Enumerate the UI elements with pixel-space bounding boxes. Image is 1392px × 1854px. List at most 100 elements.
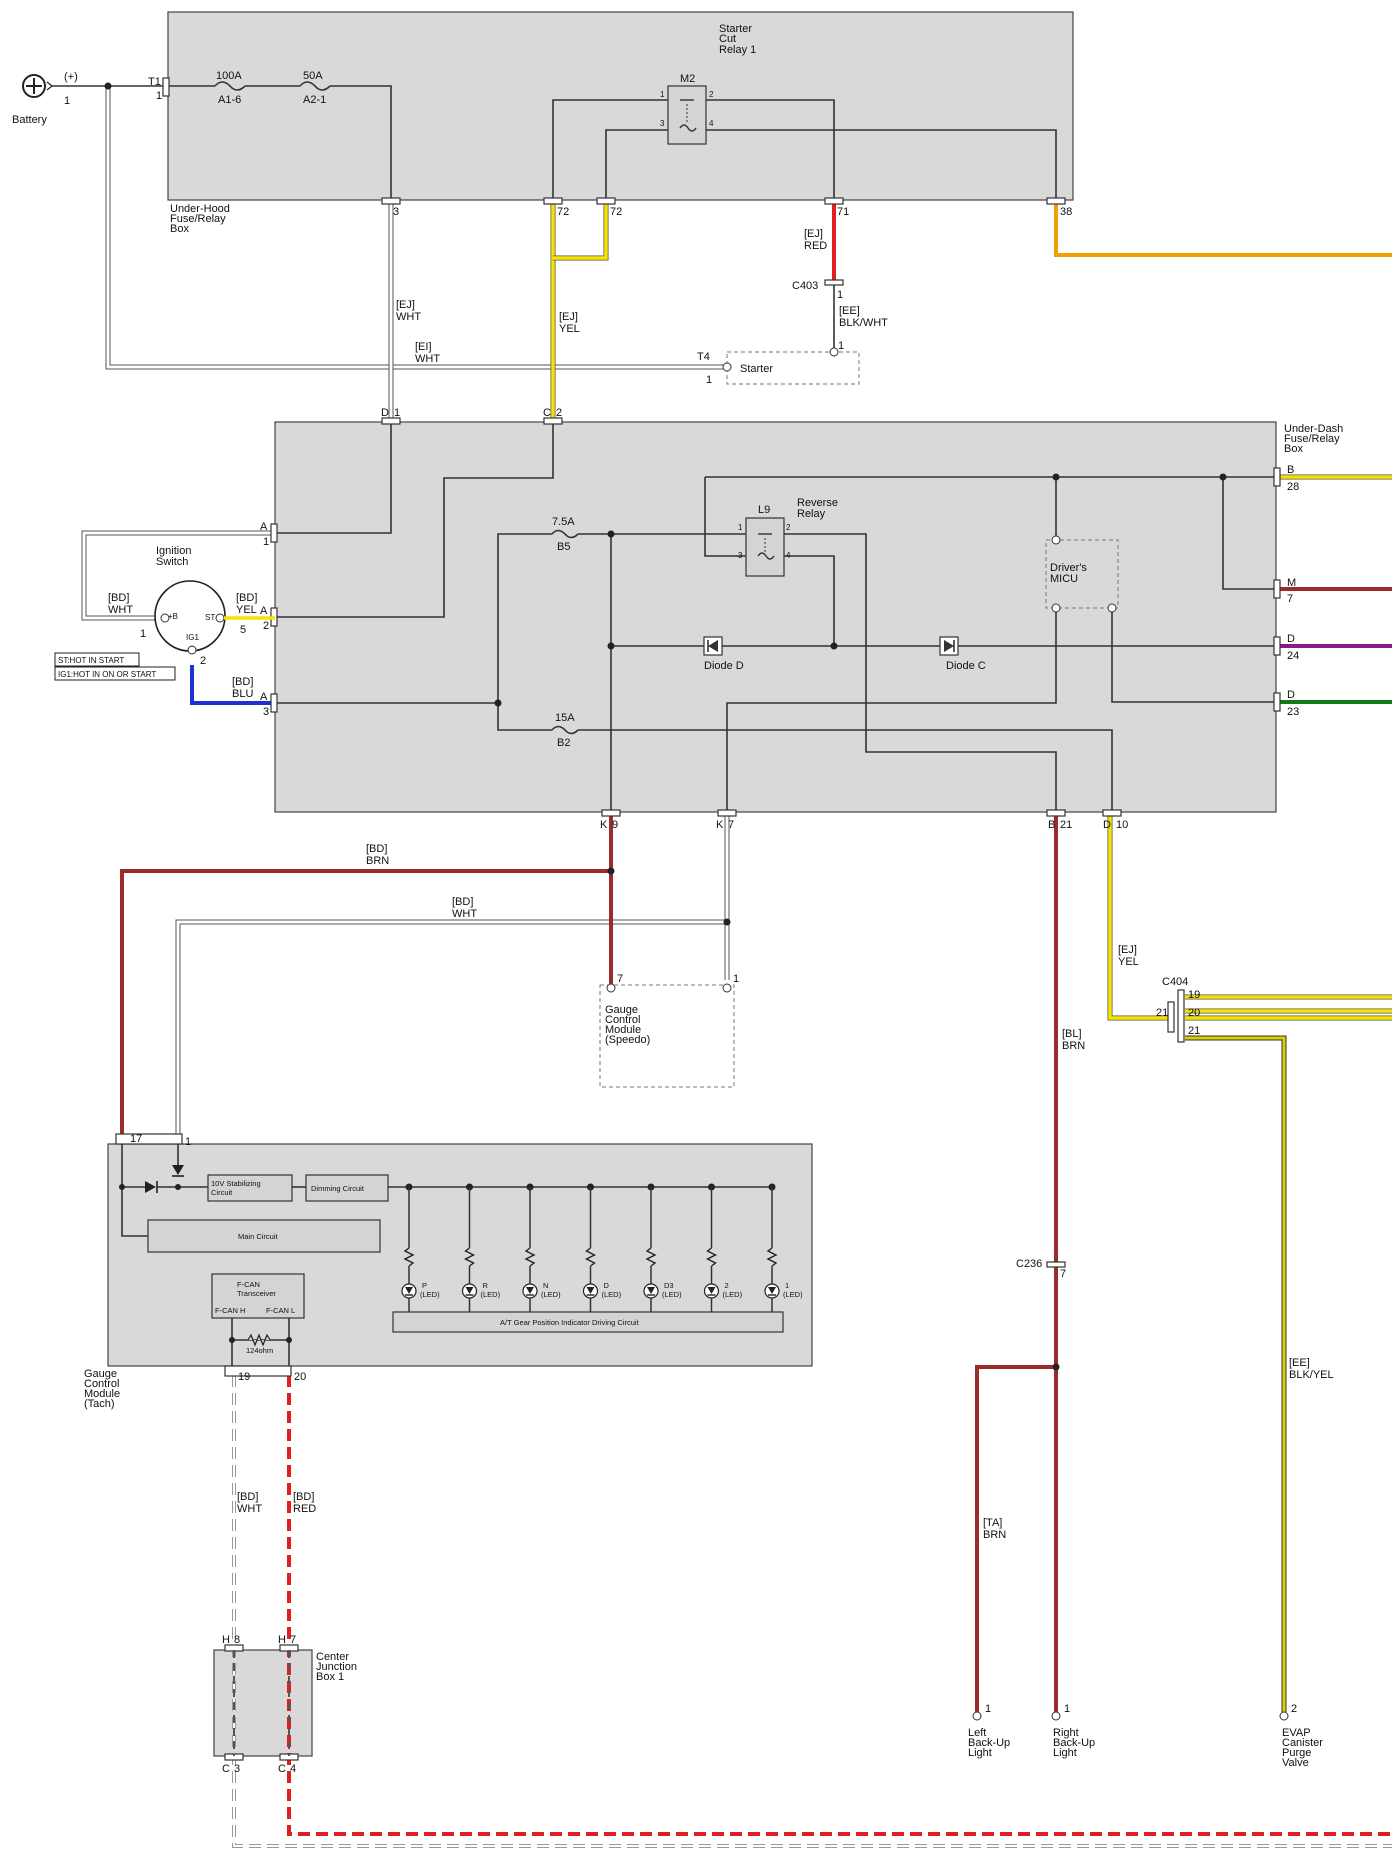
white-wires [81,86,730,1135]
orange-wire [1054,200,1392,257]
underhood-pin-72b: 72 [610,206,622,218]
c404-pin-19: 19 [1188,989,1200,1001]
fuse2-name: A2-1 [303,94,326,106]
fcan-label-2: Transceiver [237,1289,276,1298]
cjb-top-h7-pin: 7 [290,1634,296,1646]
c404-label: C404 [1162,976,1188,988]
wire-ej-wht-2: WHT [396,311,421,323]
led-branch-5: D3(LED) [643,1183,682,1312]
ignition-note-st-text: ST:HOT IN START [58,656,124,665]
c403-label: C403 [792,280,818,292]
diode-d-label: Diode D [704,660,744,672]
relay-l9-pin4: 4 [786,551,791,560]
led-branch-2: R(LED) [461,1183,501,1312]
yellow-wires [550,200,1392,1712]
main-circuit-label: Main Circuit [238,1232,279,1241]
c236-label: C236 [1016,1258,1042,1270]
led-type-label: (LED) [602,1290,622,1299]
led-type-label: (LED) [541,1290,561,1299]
micu-label-2: MICU [1050,573,1078,585]
speedo-title-3: Module [605,1024,641,1036]
wire-ej-yel-2: YEL [559,323,580,335]
stabilizing-label-1: 10V Stabilizing [211,1179,261,1188]
fuse-b5 [551,529,579,539]
led-branch-3: N(LED) [522,1183,561,1312]
ud-bot-b21: B [1048,819,1055,831]
left-backup-label-3: Light [968,1747,992,1759]
underdash-title-3: Box [1284,443,1303,455]
cjb-title-1: Center [316,1651,349,1663]
ud-bot-k9-pin: 9 [612,819,618,831]
ud-left-a3-pin: 3 [263,706,269,718]
internal-wiring [52,85,1276,812]
cjb-top-h7: H [278,1634,286,1646]
ud-right-d24-pin: 24 [1287,650,1299,662]
ignition-switch-icon [154,580,275,655]
c404-pin-left: 21 [1156,1007,1168,1019]
relay-m2-pin1: 1 [660,90,665,99]
led-label: 2 [725,1281,729,1290]
ignition-note-ig1 [54,666,176,681]
red-dashed-can [287,1375,1392,1836]
wire-ta-brn-2: BRN [983,1529,1006,1541]
led-type-label: (LED) [481,1290,501,1299]
battery-polarity: (+) [64,71,78,83]
stabilizing-label-2: Circuit [211,1188,233,1197]
led-label: R [483,1281,489,1290]
tach-pin-1: 1 [185,1136,191,1148]
led-type-label: (LED) [783,1290,803,1299]
led-branch-7: 1(LED) [764,1183,803,1312]
led-type-label: (LED) [420,1290,440,1299]
resistor-icon [645,1247,657,1267]
t4-label: T4 [697,351,710,363]
evap-label-2: Canister [1282,1737,1323,1749]
ignition-pin-b: 1 [140,628,146,640]
cjb-top-h8: H [222,1634,230,1646]
left-backup-pin: 1 [985,1703,991,1715]
led-type-label: (LED) [662,1290,682,1299]
resistor-icon [705,1247,718,1267]
c403-pin: 1 [837,289,843,301]
tach-title-2: Control [84,1378,119,1390]
center-junction-box [213,1649,313,1757]
t4-pin: 1 [706,374,712,386]
terminals [606,347,1289,1721]
ud-left-a2: A [260,605,268,617]
ud-right-d23-pin: 23 [1287,706,1299,718]
wire-bd-wht-can-2: WHT [237,1503,262,1515]
fuse-b5-name: B5 [557,541,570,553]
wire-ta-brn-1: [TA] [983,1517,1002,1529]
micu-label-1: Driver's [1050,562,1087,574]
tach-pin-19: 19 [238,1371,250,1383]
led-branch-4: D(LED) [582,1183,622,1312]
ud-bot-d10: D [1103,819,1111,831]
underhood-title-1: Under-Hood [170,203,230,215]
relay-l9-name: L9 [758,504,770,516]
right-backup-label-1: Right [1053,1727,1079,1739]
ignition-st-label: ST [205,613,215,622]
ud-bot-k7-pin: 7 [728,819,734,831]
underhood-pin-3: 3 [393,206,399,218]
ud-right-m-pin: 7 [1287,593,1293,605]
junction-dots [104,82,1227,1371]
fuse-b2 [551,725,579,735]
relay-l9-title-1: Reverse [797,497,838,509]
cjb-bot-c3-pin: 3 [234,1763,240,1775]
drivers-micu [1045,539,1119,609]
right-backup-label-2: Back-Up [1053,1737,1095,1749]
fuse2-rating: 50A [303,70,323,82]
wire-ej-yel2-2: YEL [1118,956,1139,968]
wire-ei-wht-1: [EI] [415,341,432,353]
at-driver-label: A/T Gear Position Indicator Driving Circ… [500,1318,640,1327]
led-group: P(LED)R(LED)N(LED)D(LED)D3(LED)2(LED)1(L… [401,1183,803,1312]
ud-bot-k7: K [716,819,724,831]
diode-c-label: Diode C [946,660,986,672]
wire-ej-red-1: [EJ] [804,228,823,240]
ud-left-a1-pin: 1 [263,536,269,548]
wire-bd-wht-ign-1: [BD] [108,592,129,604]
starter-cut-relay-m2 [667,85,707,145]
wire-bd-red-can-2: RED [293,1503,316,1515]
cjb-bot-c3: C [222,1763,230,1775]
starter-label: Starter [740,363,773,375]
ud-top-c-pin: 2 [556,407,562,419]
